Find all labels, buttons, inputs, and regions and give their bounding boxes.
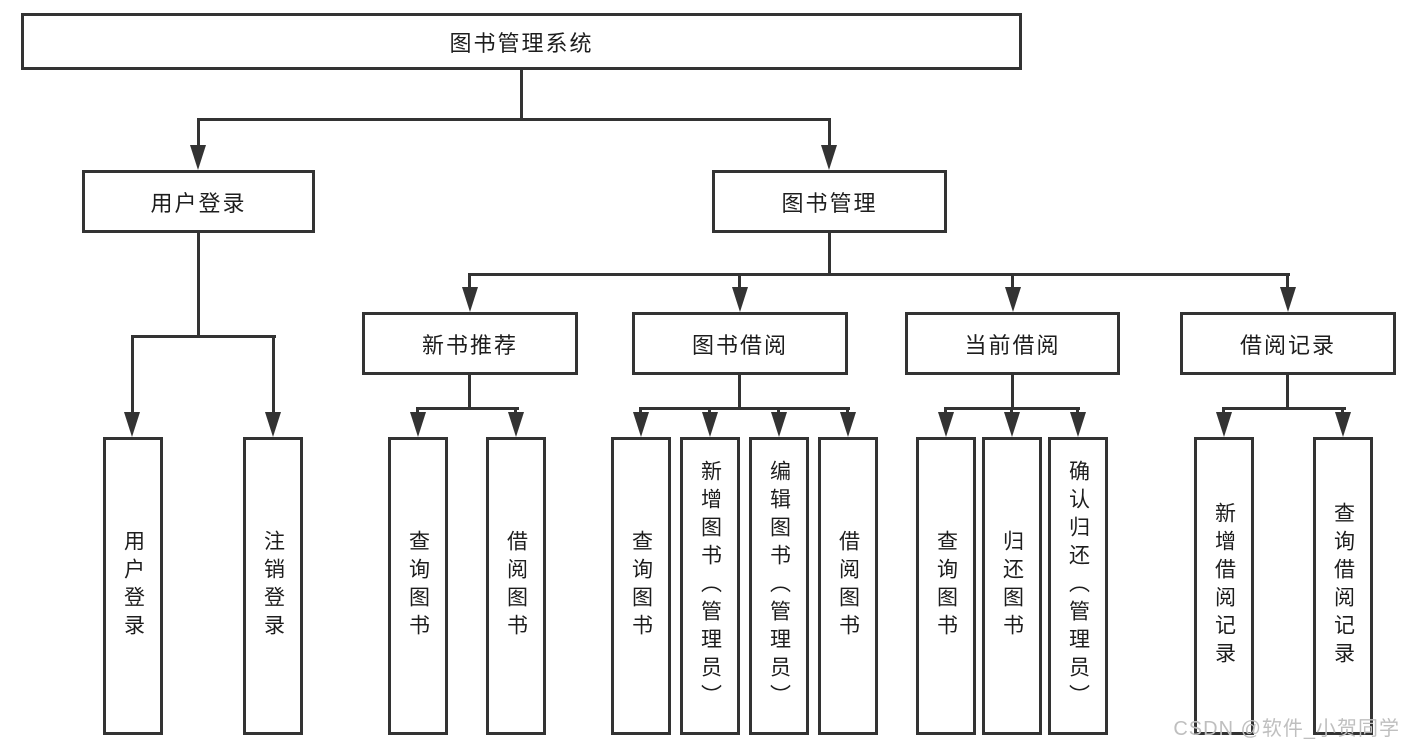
connector-line <box>1010 407 1013 415</box>
arrowhead-icon <box>1335 412 1351 437</box>
connector-line <box>1011 375 1014 407</box>
connector-line <box>828 232 831 273</box>
node-borrow-records: 借阅记录 <box>1180 312 1396 375</box>
node-root: 图书管理系统 <box>21 13 1022 70</box>
connector-line <box>468 273 471 287</box>
connector-line <box>1341 407 1344 415</box>
leaf-edit-book-admin: 编辑图书（管理员） <box>749 437 809 735</box>
arrowhead-icon <box>124 412 140 437</box>
node-book-borrow: 图书借阅 <box>632 312 848 375</box>
arrowhead-icon <box>821 145 837 170</box>
connector-line <box>197 232 200 335</box>
connector-line <box>416 407 419 415</box>
connector-line <box>738 375 741 407</box>
arrowhead-icon <box>732 287 748 312</box>
arrowhead-icon <box>840 412 856 437</box>
leaf-user-login: 用户登录 <box>103 437 163 735</box>
arrowhead-icon <box>702 412 718 437</box>
leaf-add-borrow-record: 新增借阅记录 <box>1194 437 1254 735</box>
node-current-borrow: 当前借阅 <box>905 312 1120 375</box>
arrowhead-icon <box>938 412 954 437</box>
connector-line <box>639 407 850 410</box>
node-new-book-recommend: 新书推荐 <box>362 312 578 375</box>
connector-line <box>944 407 947 415</box>
connector-line <box>468 375 471 407</box>
connector-line <box>1286 273 1289 287</box>
arrowhead-icon <box>1070 412 1086 437</box>
leaf-borrow-books-recommend: 借阅图书 <box>486 437 546 735</box>
arrowhead-icon <box>410 412 426 437</box>
arrowhead-icon <box>265 412 281 437</box>
arrowhead-icon <box>190 145 206 170</box>
connector-line <box>1222 407 1346 410</box>
leaf-return-book: 归还图书 <box>982 437 1042 735</box>
connector-line <box>520 70 523 118</box>
connector-line <box>708 407 711 415</box>
arrowhead-icon <box>1004 412 1020 437</box>
connector-line <box>1076 407 1079 415</box>
arrowhead-icon <box>771 412 787 437</box>
node-user-login: 用户登录 <box>82 170 315 233</box>
connector-line <box>416 407 519 410</box>
connector-line <box>468 273 1290 276</box>
connector-line <box>131 335 134 413</box>
arrowhead-icon <box>462 287 478 312</box>
arrowhead-icon <box>1216 412 1232 437</box>
connector-line <box>1286 375 1289 407</box>
leaf-query-books-recommend: 查询图书 <box>388 437 448 735</box>
node-book-management: 图书管理 <box>712 170 947 233</box>
connector-line <box>197 118 831 121</box>
leaf-query-books-borrow: 查询图书 <box>611 437 671 735</box>
watermark: CSDN @软件_小贺同学 <box>1173 718 1400 740</box>
leaf-add-book-admin: 新增图书（管理员） <box>680 437 740 735</box>
arrowhead-icon <box>633 412 649 437</box>
connector-line <box>846 407 849 415</box>
connector-line <box>1222 407 1225 415</box>
leaf-query-books-current: 查询图书 <box>916 437 976 735</box>
connector-line <box>131 335 276 338</box>
connector-line <box>777 407 780 415</box>
leaf-confirm-return-admin: 确认归还（管理员） <box>1048 437 1108 735</box>
connector-line <box>828 118 831 150</box>
connector-line <box>197 118 200 150</box>
connector-line <box>514 407 517 415</box>
connector-line <box>272 335 275 413</box>
arrowhead-icon <box>1280 287 1296 312</box>
connector-line <box>738 273 741 287</box>
connector-line <box>1011 273 1014 287</box>
arrowhead-icon <box>508 412 524 437</box>
leaf-query-borrow-record: 查询借阅记录 <box>1313 437 1373 735</box>
leaf-logout: 注销登录 <box>243 437 303 735</box>
leaf-borrow-books: 借阅图书 <box>818 437 878 735</box>
connector-line <box>639 407 642 415</box>
arrowhead-icon <box>1005 287 1021 312</box>
